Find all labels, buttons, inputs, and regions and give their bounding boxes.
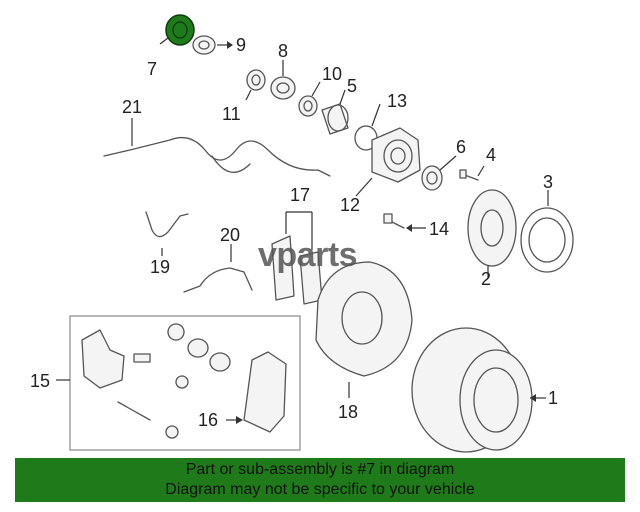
part-21-speed-sensor-wire — [103, 118, 331, 177]
banner-line-1: Part or sub-assembly is #7 in diagram — [185, 461, 455, 478]
callout-9: 9 — [236, 35, 246, 55]
callout-13: 13 — [387, 91, 407, 111]
vparts-watermark: vparts — [258, 236, 358, 274]
callout-15: 15 — [30, 371, 50, 391]
callout-5: 5 — [347, 76, 357, 96]
part-15-caliper-kit — [56, 315, 301, 451]
part-1-brake-drum — [411, 327, 546, 453]
callout-10: 10 — [322, 64, 342, 84]
part-12-axle-housing — [355, 127, 421, 197]
part-4-hub-bolt — [459, 165, 485, 181]
part-7-seal[interactable] — [159, 14, 195, 46]
banner-line-2: Diagram may not be specific to your vehi… — [165, 481, 475, 498]
part-20-brake-line — [183, 244, 253, 293]
callout-3: 3 — [543, 172, 553, 192]
callout-4: 4 — [486, 145, 496, 165]
callout-12: 12 — [340, 195, 360, 215]
callout-2: 2 — [481, 269, 491, 289]
part-9-bearing — [192, 35, 233, 55]
callout-16: 16 — [198, 410, 218, 430]
part-3-plate — [520, 190, 574, 273]
callout-17: 17 — [290, 185, 310, 205]
part-2-hub — [467, 189, 517, 278]
callout-1: 1 — [548, 388, 558, 408]
part-16-caliper-bracket — [226, 351, 287, 433]
part-10-ring — [298, 81, 321, 117]
part-17-brake-pads — [271, 211, 323, 305]
callout-6: 6 — [456, 137, 466, 157]
part-18-backing-plate — [315, 261, 413, 398]
callout-20: 20 — [220, 225, 240, 245]
part-19-brake-hose — [145, 211, 189, 256]
part-8-bearing-race — [270, 60, 296, 100]
callout-11: 11 — [222, 104, 241, 124]
callout-19: 19 — [150, 257, 170, 277]
callout-8: 8 — [278, 41, 288, 61]
callout-21: 21 — [122, 97, 142, 117]
callout-18: 18 — [338, 402, 358, 422]
callout-14: 14 — [429, 219, 449, 239]
part-6-bearing — [421, 155, 457, 191]
info-banner: Part or sub-assembly is #7 in diagram Di… — [15, 458, 625, 502]
part-14-bolt — [383, 213, 426, 232]
part-11-seal — [245, 69, 266, 101]
part-5-bearing — [321, 89, 349, 135]
callout-7: 7 — [147, 59, 157, 79]
